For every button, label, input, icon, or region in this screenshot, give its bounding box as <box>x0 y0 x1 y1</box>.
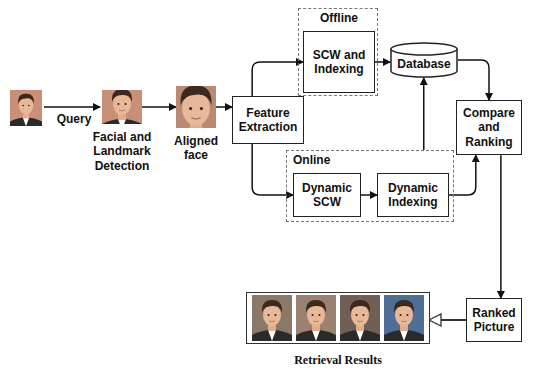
result-photo <box>252 295 292 341</box>
process-box: Ranked Picture <box>466 298 522 342</box>
database-cylinder: Database <box>390 42 458 78</box>
arrow-label: Query <box>46 112 102 126</box>
face-photo <box>176 86 216 128</box>
box-label: Compare and Ranking <box>460 106 518 149</box>
online-group: OnlineDynamic SCW Dynamic Indexing <box>286 150 454 222</box>
step-caption: Aligned face <box>170 134 222 163</box>
group-label: Online <box>293 153 353 167</box>
connector-arrow <box>252 62 303 96</box>
connector-arrow <box>142 106 176 108</box>
box-label: Dynamic SCW <box>297 181 357 210</box>
process-box: SCW and Indexing <box>303 31 375 93</box>
connector-arrow <box>430 319 466 321</box>
offline-group: OfflineSCW and Indexing <box>298 8 378 96</box>
result-caption: Retrieval Results <box>247 353 429 367</box>
aligned-face: Aligned face <box>170 86 222 163</box>
box-label: Feature Extraction <box>236 106 300 135</box>
step-caption: Facial and Landmark Detection <box>78 130 166 173</box>
box-label: Ranked Picture <box>470 306 518 335</box>
process-box: Compare and Ranking <box>456 100 522 155</box>
process-box: Dynamic SCW <box>293 173 361 217</box>
query-arrow <box>44 106 100 108</box>
group-label: Offline <box>299 11 379 25</box>
query-face-photo <box>10 90 42 127</box>
results-strip: Retrieval Results <box>246 292 430 344</box>
connector-arrow <box>458 60 489 100</box>
connector-arrow <box>216 106 232 108</box>
detected-face: Facial and Landmark Detection <box>78 90 166 173</box>
process-box: Dynamic Indexing <box>377 173 449 217</box>
process-box: Feature Extraction <box>232 96 304 144</box>
connector-arrow <box>361 194 377 196</box>
box-label: Dynamic Indexing <box>381 181 445 210</box>
box-label: Database <box>397 57 450 71</box>
box-label: SCW and Indexing <box>307 48 371 77</box>
result-photo <box>340 295 380 341</box>
face-photo <box>102 90 142 124</box>
result-photo <box>296 295 336 341</box>
connector-arrow <box>423 78 425 150</box>
connector-arrow <box>500 155 502 298</box>
result-photo <box>384 295 424 341</box>
